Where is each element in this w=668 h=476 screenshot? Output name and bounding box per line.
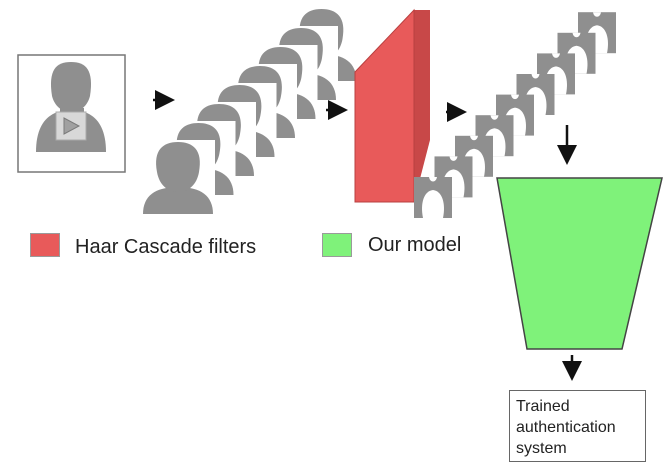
legend-swatch-model	[322, 233, 352, 257]
face-crop	[455, 135, 493, 177]
trained-authentication-system-box: Trained authentication system	[509, 390, 646, 462]
cascade-front-face	[354, 8, 415, 203]
cascade-side-face	[414, 10, 430, 202]
legend-label-haar: Haar Cascade filters	[75, 236, 257, 258]
person-video-icon	[36, 62, 106, 152]
legend-label-model: Our model	[368, 234, 462, 256]
frame-silhouette	[141, 140, 215, 214]
legend-swatch-haar	[30, 233, 60, 257]
face-crops-stack	[414, 12, 616, 218]
output-line-2: authentication	[516, 419, 616, 436]
input-video-frame	[17, 54, 126, 173]
face-crop	[414, 177, 452, 218]
video-frames-stack	[141, 7, 359, 214]
haar-cascade-block	[354, 8, 430, 203]
face-crop	[475, 115, 514, 157]
output-line-1: Trained	[516, 398, 570, 415]
model-trapezoid	[496, 177, 663, 350]
output-line-3: system	[516, 440, 567, 457]
